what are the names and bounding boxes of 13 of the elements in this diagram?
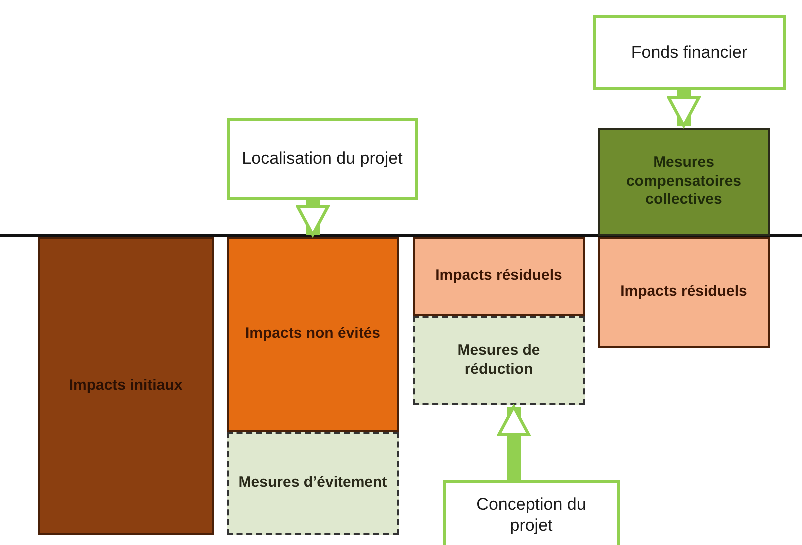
callout-arrow [668,90,700,128]
impact-bar: Impacts initiaux [38,237,214,535]
measure-box: Mesures compensatoires collectives [598,128,770,236]
impact-bar: Impacts résiduels [413,237,585,316]
measure-box: Mesures d’évitement [227,432,399,535]
callout-box: Fonds financier [593,15,786,90]
impact-bar: Impacts résiduels [598,237,770,348]
callout-box: Conception du projet [443,480,620,545]
callout-box: Localisation du projet [227,118,418,200]
measure-box: Mesures de réduction [413,316,585,405]
callout-arrow [498,406,530,480]
impact-bar: Impacts non évités [227,237,399,432]
callout-arrow [296,200,330,236]
